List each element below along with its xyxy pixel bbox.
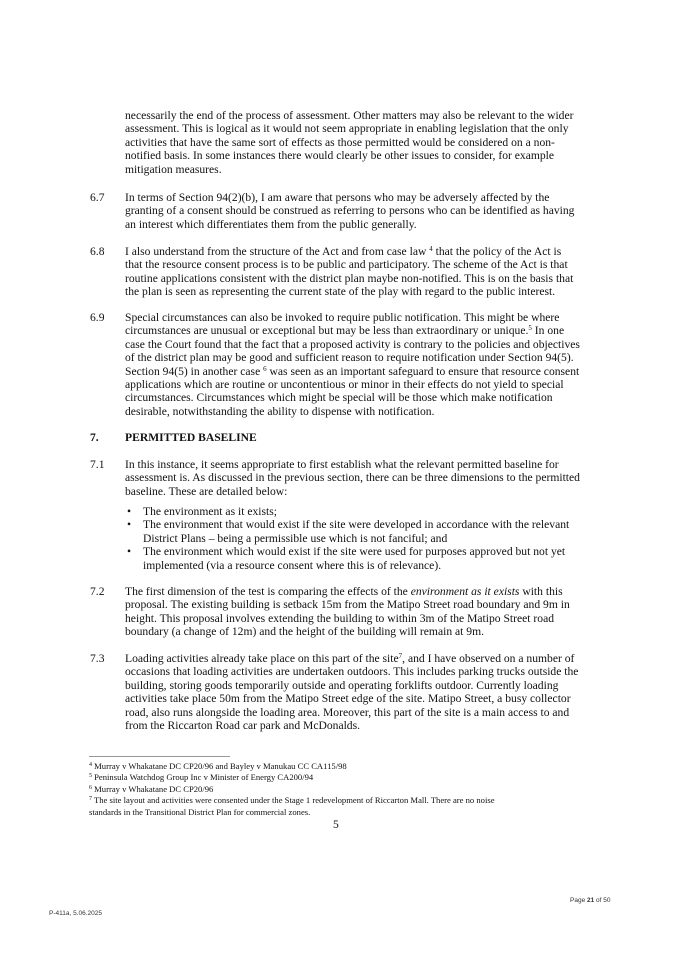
bullet-item: • The environment that would exist if the… [125, 518, 585, 545]
footnote-separator [89, 756, 230, 757]
bullet-text-line: The environment which would exist if the… [143, 545, 566, 559]
footnote-reference: 4 [429, 245, 433, 253]
bullet-text-line: implemented (via a resource consent wher… [143, 558, 442, 572]
footnotes: 4 Murray v Whakatane DC CP20/96 and Bayl… [89, 761, 569, 818]
footnote-reference: 7 [398, 652, 403, 660]
text-line: proposal. The existing building is setba… [125, 598, 570, 612]
paragraph-text: In terms of Section 94(2)(b), I am aware… [125, 191, 595, 231]
paragraph-text: Special circumstances can also be invoke… [125, 311, 595, 418]
paragraph-text: I also understand from the structure of … [125, 245, 595, 299]
bullet-item: • The environment which would exist if th… [125, 545, 585, 572]
footnote-reference: 5 [528, 324, 532, 333]
page-prefix: Page [570, 897, 587, 904]
text-line: assessment. This is logical as it would … [125, 122, 569, 136]
bullet-text-line: The environment as it exists; [143, 505, 277, 518]
text-line: In this instance, it seems appropriate t… [125, 458, 559, 471]
bullet-icon: • [127, 545, 132, 559]
text-line: activities that have the same sort of ef… [125, 135, 555, 149]
footnote-marker: 5 [89, 773, 92, 780]
page-of: of [594, 897, 604, 904]
bullet-text-line: District Plans – being a permissible use… [143, 531, 448, 545]
text-line: of the district plan may be good and suf… [125, 351, 574, 365]
text-line: occasions that loading activities are un… [125, 665, 579, 679]
text-line: that the resource consent process is to … [125, 258, 568, 272]
paragraph-number: 6.9 [90, 311, 105, 324]
text-line: routine applications consistent with the… [125, 271, 574, 285]
footnote-line: 6 Murray v Whakatane DC CP20/96 [89, 783, 214, 794]
paragraph-number: 6.8 [90, 245, 105, 258]
footnote-marker: 7 [89, 796, 92, 803]
section-title: PERMITTED BASELINE [125, 431, 257, 444]
paragraph-number: 7.2 [90, 585, 105, 598]
footnote-marker: 6 [89, 784, 92, 791]
text-line: building, storing goods temporarily outs… [125, 678, 559, 692]
text-line: boundary (a change of 12m) and the heigh… [125, 625, 484, 639]
text-line: an interest which differentiates them fr… [125, 217, 417, 231]
paragraph-text: Loading activities already take place on… [125, 652, 595, 732]
footnote-line: 4 Murray v Whakatane DC CP20/96 and Bayl… [89, 761, 347, 771]
paragraph-text: necessarily the end of the process of as… [125, 109, 595, 176]
text-line: I also understand from the structure of … [125, 245, 562, 258]
text-line: assessment is. As discussed in the previ… [125, 471, 580, 485]
text-line: desirable, notwithstanding the ability t… [125, 404, 435, 418]
paragraph-text: In this instance, it seems appropriate t… [125, 458, 595, 498]
footer-document-code: P-411a, 5.06.2025 [49, 910, 103, 917]
text-line: case the Court found that the fact that … [125, 337, 580, 351]
bullet-icon: • [127, 518, 132, 532]
bullet-text-line: The environment that would exist if the … [143, 518, 570, 532]
text-line: road, also runs alongside the loading ar… [125, 705, 570, 719]
paragraph-number: 7.3 [90, 652, 105, 665]
text-line: baseline. These are detailed below: [125, 484, 288, 498]
text-line: The first dimension of the test is compa… [125, 585, 563, 598]
text-line: circumstances. Circumstances which might… [125, 391, 553, 405]
footnote-reference: 6 [263, 364, 267, 373]
bullet-item: • The environment as it exists; [125, 505, 585, 518]
text-line: the plan is seen as representing the cur… [125, 285, 556, 299]
page-current: 21 [587, 897, 595, 904]
text-line: In terms of Section 94(2)(b), I am aware… [125, 191, 550, 204]
text-line: applications which are routine or uncont… [125, 378, 564, 392]
footer-page-indicator: Page 21 of 50 [570, 897, 611, 904]
text-line: Section 94(5) in another case 6 was seen… [125, 364, 580, 378]
footnote-marker: 4 [89, 762, 92, 768]
text-line: mitigation measures. [125, 162, 222, 176]
text-line: granting of a consent should be construe… [125, 204, 575, 218]
paragraph-number: 6.7 [90, 191, 105, 204]
bullet-icon: • [127, 505, 132, 518]
text-line: Loading activities already take place on… [125, 652, 575, 665]
footnote-line: 5 Peninsula Watchdog Group Inc v Ministe… [89, 772, 314, 783]
paragraph-number: 7.1 [90, 458, 105, 471]
footnote-line: 7 The site layout and activities were co… [89, 795, 495, 806]
text-line: activities take place 50m from the Matip… [125, 692, 571, 706]
text-line: notified basis. In some instances there … [125, 149, 555, 163]
footnote-line: standards in the Transitional District P… [89, 806, 311, 817]
page-total: 50 [603, 897, 611, 904]
text-line: circumstances are unusual or exceptional… [125, 324, 565, 338]
text-line: from the Riccarton Road car park and McD… [125, 719, 361, 733]
section-number: 7. [90, 431, 99, 444]
page-number: 5 [333, 818, 339, 831]
text-line: Special circumstances can also be invoke… [125, 311, 560, 324]
italic-text: environment as it exists [410, 585, 520, 598]
text-line: height. This proposal involves extending… [125, 611, 555, 625]
text-line: necessarily the end of the process of as… [125, 109, 574, 122]
paragraph-text: The first dimension of the test is compa… [125, 585, 595, 639]
